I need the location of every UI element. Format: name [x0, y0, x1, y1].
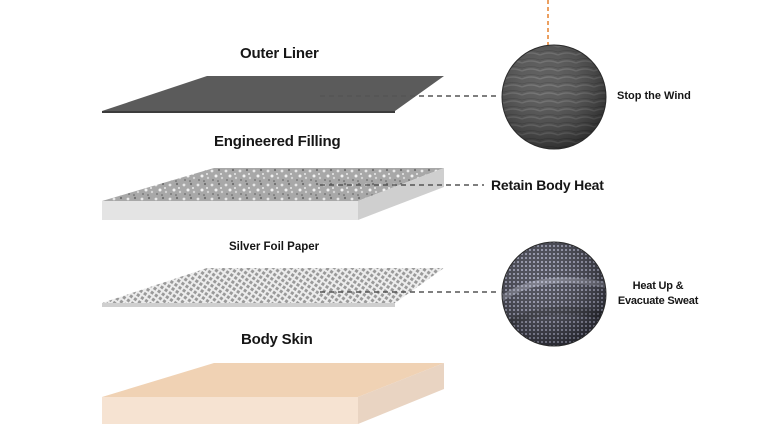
heat-up-line-2: Evacuate Sweat: [617, 295, 699, 307]
outer-liner-zoom-circle: [501, 44, 607, 150]
heat-up-callout: Heat Up & Evacuate Sweat: [603, 279, 713, 309]
body-skin-title: Body Skin: [241, 331, 313, 348]
outer-liner-title: Outer Liner: [240, 45, 319, 62]
engineered-filling-layer: [102, 168, 444, 220]
outer-liner-layer: [102, 76, 444, 113]
body-skin-layer: [102, 363, 444, 424]
stop-wind-callout: Stop the Wind: [617, 90, 691, 102]
heat-up-line-1: Heat Up &: [632, 280, 684, 292]
retain-heat-callout: Retain Body Heat: [491, 177, 604, 193]
silver-foil-zoom-circle: [501, 241, 607, 347]
engineered-filling-title: Engineered Filling: [214, 133, 341, 150]
silver-foil-title: Silver Foil Paper: [229, 241, 320, 253]
silver-foil-layer: [102, 268, 444, 307]
